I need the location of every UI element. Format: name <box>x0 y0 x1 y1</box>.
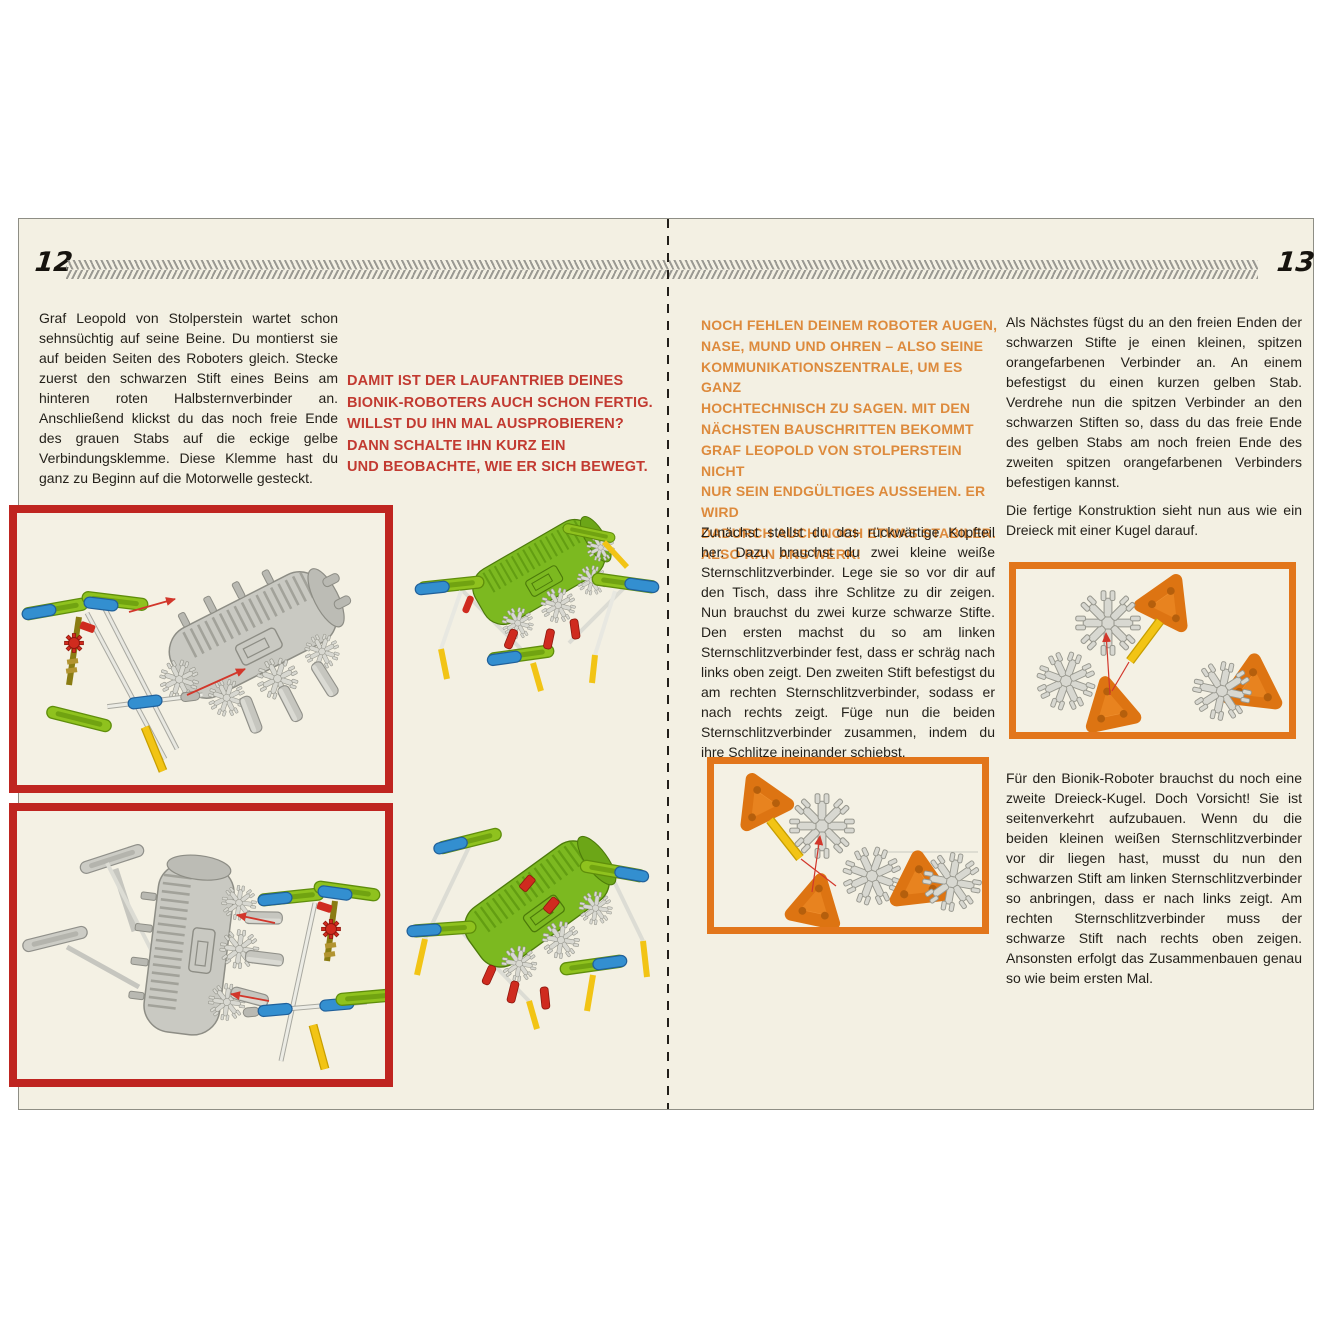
right-col2-paragraph-3: Für den Bionik-Roboter brauchst du noch … <box>1006 770 1302 986</box>
orange-callout: NOCH FEHLEN DEINEM ROBOTER AUGEN, NASE, … <box>701 317 998 562</box>
figure-leg-attachment-step-side <box>9 803 393 1087</box>
figure-triangle-ball-mirrored <box>707 757 989 934</box>
robot-gray-rear-step-illustration <box>20 513 385 773</box>
tread-pattern-band <box>66 260 1258 279</box>
right-col2-paragraph-1: Als Nächstes fügst du an den freien Ende… <box>1006 314 1302 490</box>
star-connector-mirrored-illustration <box>714 764 982 927</box>
left-intro-paragraph: Graf Leopold von Stolperstein wartet sch… <box>39 310 338 486</box>
right-col2-paragraph-2: Die fertige Konstruktion sieht nun aus w… <box>1006 502 1302 538</box>
robot-green-illustration-2 <box>406 789 651 1030</box>
book-spread-paper: 12 13 Graf Leopold von Stolperstein wart… <box>9 218 1317 1110</box>
figure-triangle-ball-step <box>1009 562 1296 739</box>
figure-robot-colored-view-2 <box>397 789 673 1051</box>
figure-leg-attachment-step-rear <box>9 505 393 793</box>
robot-green-illustration-1 <box>414 487 661 692</box>
robot-gray-side-step-illustration <box>20 811 385 1071</box>
star-connector-step-illustration <box>1028 569 1289 732</box>
right-col1-paragraph: Zunächst stellst du das rückwärtige Kopf… <box>701 524 995 760</box>
center-fold-dashed-line <box>667 219 669 1109</box>
page-number-right: 13 <box>1275 247 1317 278</box>
red-callout: DAMIT IST DER LAUFANTRIEB DEINES BIONIK-… <box>347 373 653 475</box>
figure-robot-colored-view-1 <box>399 487 669 699</box>
